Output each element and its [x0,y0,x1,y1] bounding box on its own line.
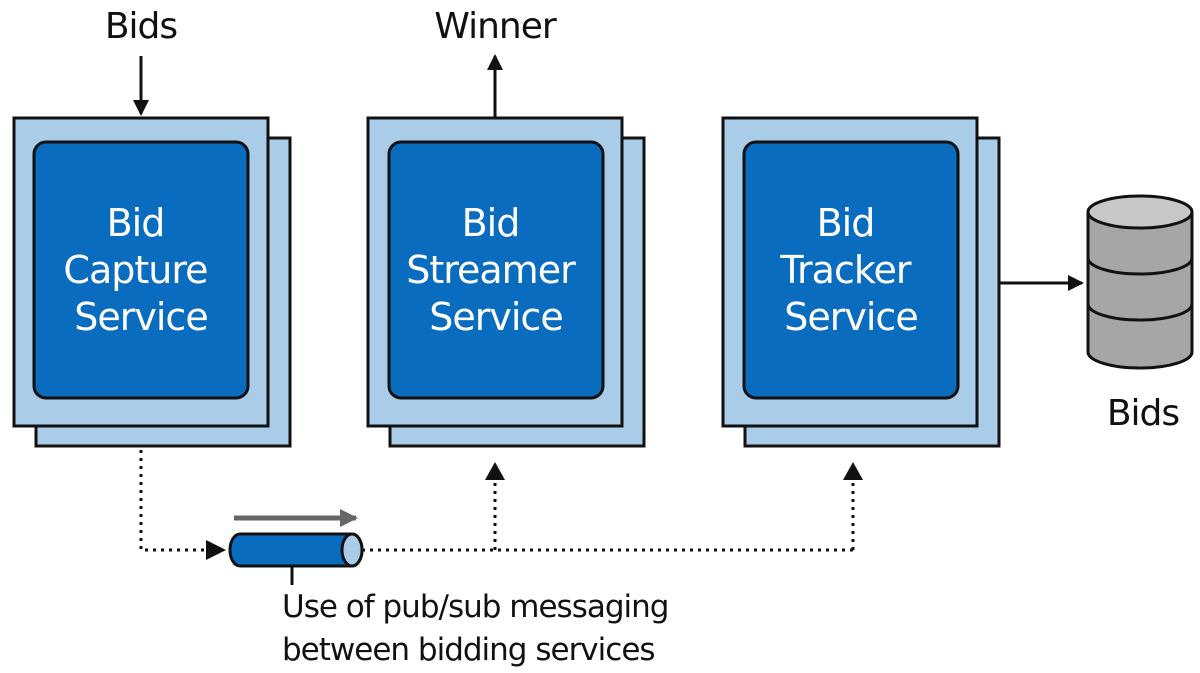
service-name-line: Streamer [406,248,576,292]
svg-text:Use of pub/sub messaging b: Use of pub/sub messaging between bidding… [282,589,677,668]
svg-text:Bid Streamer Servi: Bid Streamer Service [406,201,586,339]
service-name-line: Capture [63,248,207,292]
tracker-arrowhead [843,462,863,480]
service-name-line: Service [784,295,917,339]
winner-output-label: Winner [434,6,557,47]
svg-text:Bid Capture Servic: Bid Capture Service [63,201,218,339]
streamer-arrowhead [485,462,505,480]
message-queue-pipe-icon [228,532,364,568]
service-inner-box [742,140,960,400]
bid-capture-service: Bid Capture Service [12,116,292,448]
service-name-line: Service [429,295,562,339]
svg-text:Bid Tracker Servic: Bid Tracker Service [779,201,921,339]
bids-database-label: Bids [1107,393,1179,434]
bid-streamer-service: Bid Streamer Service [366,116,646,448]
capture-to-queue-line [139,450,216,555]
pubsub-connections [139,450,858,555]
service-inner-box [387,140,605,400]
bids-input-label: Bids [105,6,177,47]
capture-queue-arrowhead [206,540,226,560]
service-name-line: Service [74,295,207,339]
service-inner-box [32,140,250,400]
service-name-line: Bid [817,201,875,245]
service-name-line: Tracker [779,248,911,292]
service-name-line: Bid [107,201,165,245]
note-line: between bidding services [282,632,655,668]
service-name-line: Bid [462,201,520,245]
bid-tracker-service: Bid Tracker Service [721,116,1001,448]
note-line: Use of pub/sub messaging [282,589,668,625]
database-cylinder-icon [1086,194,1194,370]
